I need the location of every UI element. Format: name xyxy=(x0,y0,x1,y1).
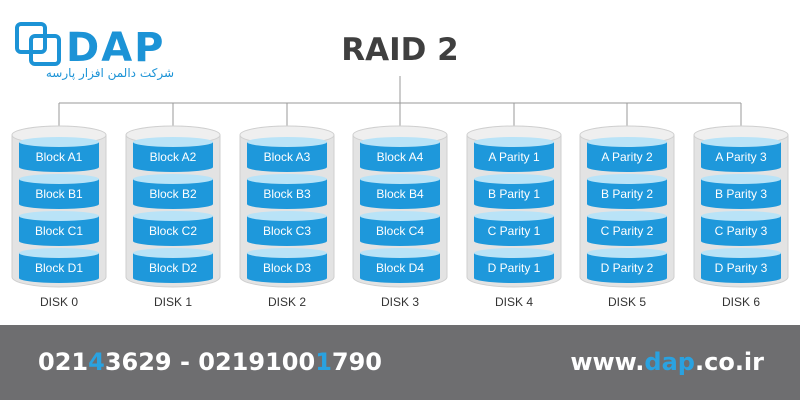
storage-block: Block A4 xyxy=(360,137,440,172)
phone-part: 021 xyxy=(38,348,89,376)
block-label: A Parity 1 xyxy=(488,150,540,164)
storage-block: B Parity 1 xyxy=(474,174,554,209)
phone-part: 3629 - 021910 xyxy=(104,348,299,376)
storage-block: D Parity 1 xyxy=(474,248,554,283)
block-label: Block C1 xyxy=(34,224,84,238)
block-label: Block C3 xyxy=(262,224,312,238)
disk-5: A Parity 2 B Parity 2 C Parity 2 D Parity 2 xyxy=(579,125,675,288)
phone-part: 790 xyxy=(331,348,382,376)
storage-block: C Parity 3 xyxy=(701,211,781,246)
block-label: Block B1 xyxy=(35,187,83,201)
storage-block: Block B1 xyxy=(19,174,99,209)
storage-block: Block B4 xyxy=(360,174,440,209)
block-label: Block B4 xyxy=(376,187,424,201)
block-label: Block D4 xyxy=(375,261,425,275)
footer-bar xyxy=(0,325,800,400)
connector-lines xyxy=(58,76,742,131)
block-label: C Parity 3 xyxy=(714,224,768,238)
phone-numbers: 02143629 - 02191001790 xyxy=(38,348,382,376)
storage-block: Block D3 xyxy=(247,248,327,283)
storage-block: Block C3 xyxy=(247,211,327,246)
storage-block: A Parity 1 xyxy=(474,137,554,172)
block-label: C Parity 2 xyxy=(600,224,654,238)
diagram-area: DAP شرکت دالمن افزار پارسه RAID 2 Block … xyxy=(11,14,789,309)
website-url[interactable]: www.dap.co.ir xyxy=(570,348,764,376)
diagram-title: RAID 2 xyxy=(341,32,459,68)
block-label: Block B3 xyxy=(263,187,311,201)
url-accent: dap xyxy=(644,348,695,376)
disk-label: DISK 6 xyxy=(721,295,760,309)
storage-block: Block C1 xyxy=(19,211,99,246)
storage-block: A Parity 3 xyxy=(701,137,781,172)
block-label: Block C2 xyxy=(148,224,198,238)
storage-block: Block A2 xyxy=(133,137,213,172)
block-label: B Parity 1 xyxy=(487,187,541,201)
phone-accent: 1 xyxy=(315,348,332,376)
block-label: Block A1 xyxy=(35,150,83,164)
storage-block: D Parity 3 xyxy=(701,248,781,283)
logo-icon xyxy=(15,22,61,66)
block-label: D Parity 3 xyxy=(714,261,768,275)
storage-block: A Parity 2 xyxy=(587,137,667,172)
block-label: Block A3 xyxy=(263,150,311,164)
logo-tagline: شرکت دالمن افزار پارسه xyxy=(45,66,174,80)
storage-block: D Parity 2 xyxy=(587,248,667,283)
storage-block: Block B3 xyxy=(247,174,327,209)
disk-1: Block A2 Block B2 Block C2 Block D2 xyxy=(125,125,221,288)
block-label: A Parity 2 xyxy=(601,150,653,164)
storage-block: B Parity 3 xyxy=(701,174,781,209)
block-label: D Parity 2 xyxy=(600,261,654,275)
block-label: B Parity 2 xyxy=(600,187,654,201)
phone-part: 0 xyxy=(298,348,316,376)
storage-block: Block C2 xyxy=(133,211,213,246)
disk-4: A Parity 1 B Parity 1 C Parity 1 D Parity 1 xyxy=(466,125,562,288)
url-part: .co.ir xyxy=(694,348,764,376)
storage-block: Block C4 xyxy=(360,211,440,246)
block-label: C Parity 1 xyxy=(487,224,541,238)
disk-2: Block A3 Block B3 Block C3 Block D3 xyxy=(239,125,335,288)
logo: DAP شرکت دالمن افزار پارسه xyxy=(14,14,174,86)
storage-block: Block B2 xyxy=(133,174,213,209)
storage-block: Block D4 xyxy=(360,248,440,283)
block-label: Block B2 xyxy=(149,187,197,201)
block-label: Block D2 xyxy=(148,261,198,275)
logo-wordmark: DAP xyxy=(66,25,166,71)
disk-label: DISK 5 xyxy=(607,295,646,309)
storage-block: Block D2 xyxy=(133,248,213,283)
phone-accent: 4 xyxy=(88,348,105,376)
disk-6: A Parity 3 B Parity 3 C Parity 3 D Parity 3 xyxy=(693,125,789,288)
url-part: www. xyxy=(570,348,645,376)
storage-block: Block D1 xyxy=(19,248,99,283)
storage-block: Block A1 xyxy=(19,137,99,172)
block-label: Block A4 xyxy=(376,150,424,164)
storage-block: Block A3 xyxy=(247,137,327,172)
disk-label: DISK 0 xyxy=(39,295,78,309)
block-label: A Parity 3 xyxy=(715,150,767,164)
storage-block: C Parity 1 xyxy=(474,211,554,246)
storage-block: C Parity 2 xyxy=(587,211,667,246)
block-label: Block D1 xyxy=(34,261,84,275)
disk-label: DISK 3 xyxy=(380,295,419,309)
block-label: B Parity 3 xyxy=(714,187,768,201)
block-label: D Parity 1 xyxy=(487,261,541,275)
disk-0: Block A1 Block B1 Block C1 Block D1 xyxy=(11,125,107,288)
storage-block: B Parity 2 xyxy=(587,174,667,209)
disk-label: DISK 1 xyxy=(153,295,192,309)
block-label: Block A2 xyxy=(149,150,197,164)
disk-label: DISK 2 xyxy=(267,295,306,309)
block-label: Block C4 xyxy=(375,224,425,238)
disk-label: DISK 4 xyxy=(494,295,533,309)
block-label: Block D3 xyxy=(262,261,312,275)
disk-3: Block A4 Block B4 Block C4 Block D4 xyxy=(352,125,448,288)
